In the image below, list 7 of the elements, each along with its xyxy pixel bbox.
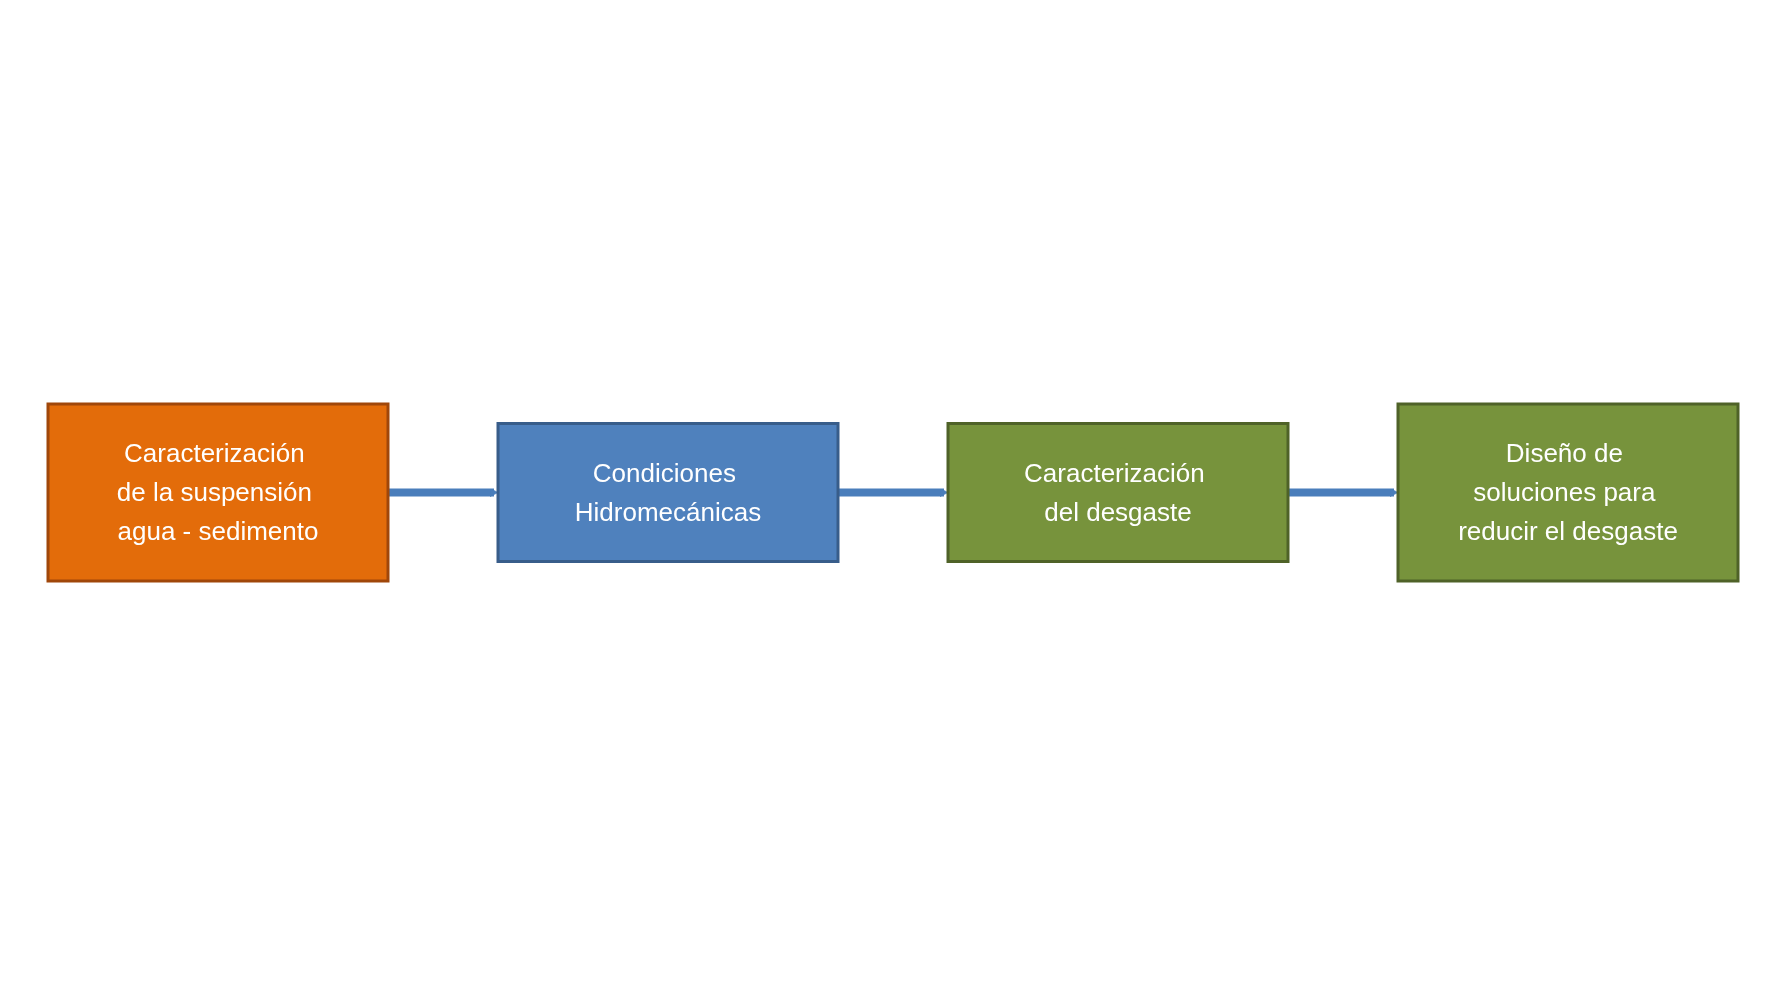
arrow (837, 488, 948, 497)
node-box: Diseño de soluciones para reducir el desgaste (1396, 402, 1739, 583)
arrow (387, 488, 498, 497)
node-box: Condiciones Hidromecánicas (496, 422, 839, 563)
arrow (1287, 488, 1398, 497)
node-box: Caracterización de la suspensión agua - sedimento (46, 402, 389, 583)
node-box: Caracterización del desgaste (946, 422, 1289, 563)
